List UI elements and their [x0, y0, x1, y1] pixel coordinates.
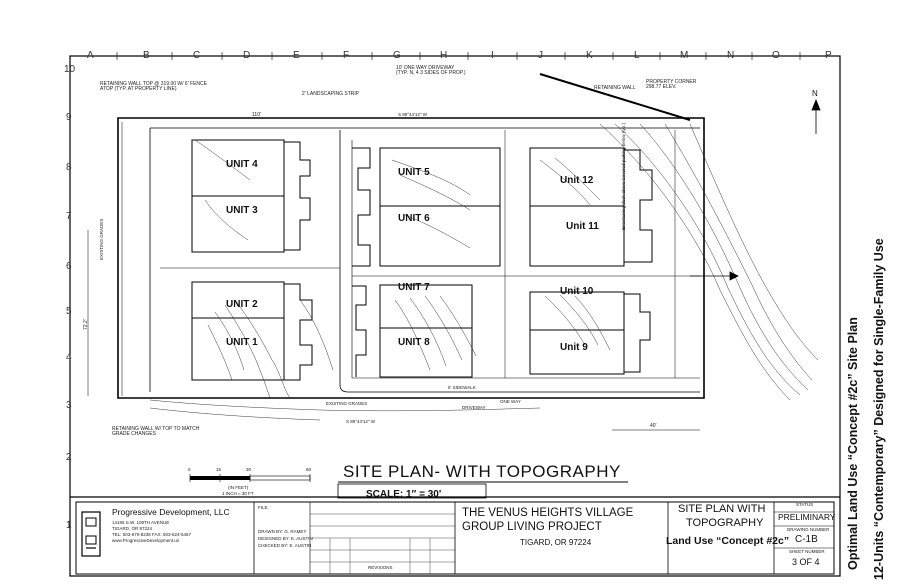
dimension-110: 110'	[252, 112, 261, 118]
grid-letter-k: K	[586, 50, 593, 61]
company-website: www.ProgressiveDevelopment.us	[112, 538, 180, 543]
dimension-40: 40'	[650, 423, 657, 429]
retaining-wall-top-note: RETAINING WALL TOP @ 319.00 W/ 6' FENCE …	[100, 81, 207, 92]
unit-7-label: UNIT 7	[398, 282, 430, 293]
unit-3-label: UNIT 3	[226, 205, 258, 216]
unit-10-label: Unit 10	[560, 286, 594, 297]
grid-letter-f: F	[343, 50, 350, 61]
grid-letter-j: J	[538, 50, 543, 61]
grid-number-9: 9	[66, 112, 72, 123]
grid-number-3: 3	[66, 400, 72, 411]
grid-number-6: 6	[66, 261, 72, 272]
designed-by: DESIGNED BY: E. AUSTIN	[258, 536, 313, 541]
unit-11-label: Unit 11	[566, 221, 599, 232]
unit-4-label: UNIT 4	[226, 159, 258, 170]
one-way-note: ONE WAY	[500, 399, 521, 404]
grid-letter-p: P	[825, 50, 832, 61]
project-city: TIGARD, OR 97224	[520, 538, 592, 547]
grid-number-1: 1	[66, 520, 72, 531]
grid-letter-m: M	[680, 50, 689, 61]
grid-number-10: 10	[64, 64, 76, 75]
unit-9-label: Unit 9	[560, 342, 588, 353]
scale-tick-0: 0	[188, 467, 191, 472]
grid-letter-b: B	[143, 50, 150, 61]
grid-number-7: 7	[66, 211, 72, 222]
checked-by: CHECKED BY: E. AUSTIN	[258, 543, 312, 548]
unit-12-label: Unit 12	[560, 175, 594, 186]
scale-tick-30: 30	[246, 467, 252, 472]
unit-5-label: UNIT 5	[398, 167, 430, 178]
bearing-bottom: S 89°44'12" W	[346, 419, 376, 424]
side-title-concept: Optimal Land Use “Concept #2c” Site Plan	[846, 317, 860, 570]
retaining-wall-bottom-note: RETAINING WALL W/ TOP TO MATCH GRADE CHA…	[112, 426, 200, 437]
drawing-number-value: C-1B	[795, 534, 818, 545]
grid-number-5: 5	[66, 306, 72, 317]
unit-1-label: UNIT 1	[226, 337, 258, 348]
company-phone: TEL: 503-670-8236 FAX: 503-624-6467	[112, 532, 192, 537]
project-name-line-2: GROUP LIVING PROJECT	[462, 521, 602, 533]
grid-letter-e: E	[293, 50, 300, 61]
existing-grades-bottom: EXISTING GRADES	[326, 401, 368, 406]
status-value: PRELIMINARY	[778, 512, 836, 522]
sheet-number-value: 3 OF 4	[792, 557, 820, 567]
company-address-2: TIGARD, OR 97224	[112, 526, 153, 531]
sheet-title-line-1: SITE PLAN WITH	[678, 503, 766, 515]
drawn-by: DRAWN BY: G. RAMEY	[258, 529, 307, 534]
project-name-line-1: THE VENUS HEIGHTS VILLAGE	[462, 507, 634, 519]
file-label: FILE:	[258, 505, 269, 510]
revisions-label: REVISIONS	[368, 565, 393, 570]
grid-letter-d: D	[243, 50, 251, 61]
retaining-wall-note: RETAINING WALL	[594, 85, 636, 91]
scale-tick-15: 15	[216, 467, 222, 472]
grid-number-4: 4	[66, 352, 72, 363]
entertaining-deck-note: Entertaining deck above Covered parking …	[621, 122, 626, 230]
grid-number-2: 2	[66, 452, 72, 463]
grid-letter-l: L	[634, 50, 640, 61]
drawing-scale: SCALE: 1″ = 30'	[366, 489, 442, 500]
scale-unit-label: (IN FEET)	[228, 485, 249, 490]
dimension-72: 72.2'	[83, 319, 89, 330]
grid-letter-i: I	[491, 50, 494, 61]
driveway-note: DRIVEWAY	[462, 405, 486, 410]
unit-8-label: UNIT 8	[398, 337, 430, 348]
grid-letter-a: A	[87, 50, 94, 61]
sidewalk-note: 5' SIDEWALK	[448, 385, 476, 390]
landscaping-strip-note: 2' LANDSCAPING STRIP	[302, 91, 360, 97]
grid-letter-g: G	[393, 50, 401, 61]
grid-letter-n: N	[727, 50, 735, 61]
unit-2-label: UNIT 2	[226, 299, 258, 310]
company-address-1: 14185 S.W. 109TH AVENUE	[112, 520, 170, 525]
scale-tick-60: 60	[306, 467, 312, 472]
bearing-top: S 89°44'12" W	[398, 112, 428, 117]
north-arrow-label: N	[812, 89, 818, 98]
grid-letter-h: H	[440, 50, 448, 61]
company-logo	[81, 511, 101, 557]
drawing-number-label: DRAWING NUMBER	[787, 527, 830, 532]
company-name: Progressive Development, LLC	[112, 507, 230, 517]
scale-ratio-label: 1 INCH = 30 FT	[222, 491, 254, 496]
unit-6-label: UNIT 6	[398, 213, 430, 224]
drawing-title: SITE PLAN- WITH TOPOGRAPHY	[343, 462, 621, 481]
one-way-driveway-note: 10' ONE WAY DRIVEWAY (TYP. N, 4 3 SIDES …	[396, 65, 466, 76]
grid-letter-c: C	[193, 50, 201, 61]
grid-number-8: 8	[66, 162, 72, 173]
side-title-units: 12-Units “Contemporary” Designed for Sin…	[872, 238, 886, 580]
sheet-title-line-2: TOPOGRAPHY	[686, 517, 764, 529]
land-use-label: Land Use “Concept #2c”	[666, 535, 790, 547]
grid-letter-o: O	[772, 50, 780, 61]
property-corner-note: PROPERTY CORNER 298.77 ELEV.	[646, 79, 697, 90]
existing-grades-left: EXISTING GRADES	[99, 218, 104, 260]
status-label: STATUS	[796, 502, 814, 507]
sheet-number-label: SHEET NUMBER	[789, 549, 825, 554]
